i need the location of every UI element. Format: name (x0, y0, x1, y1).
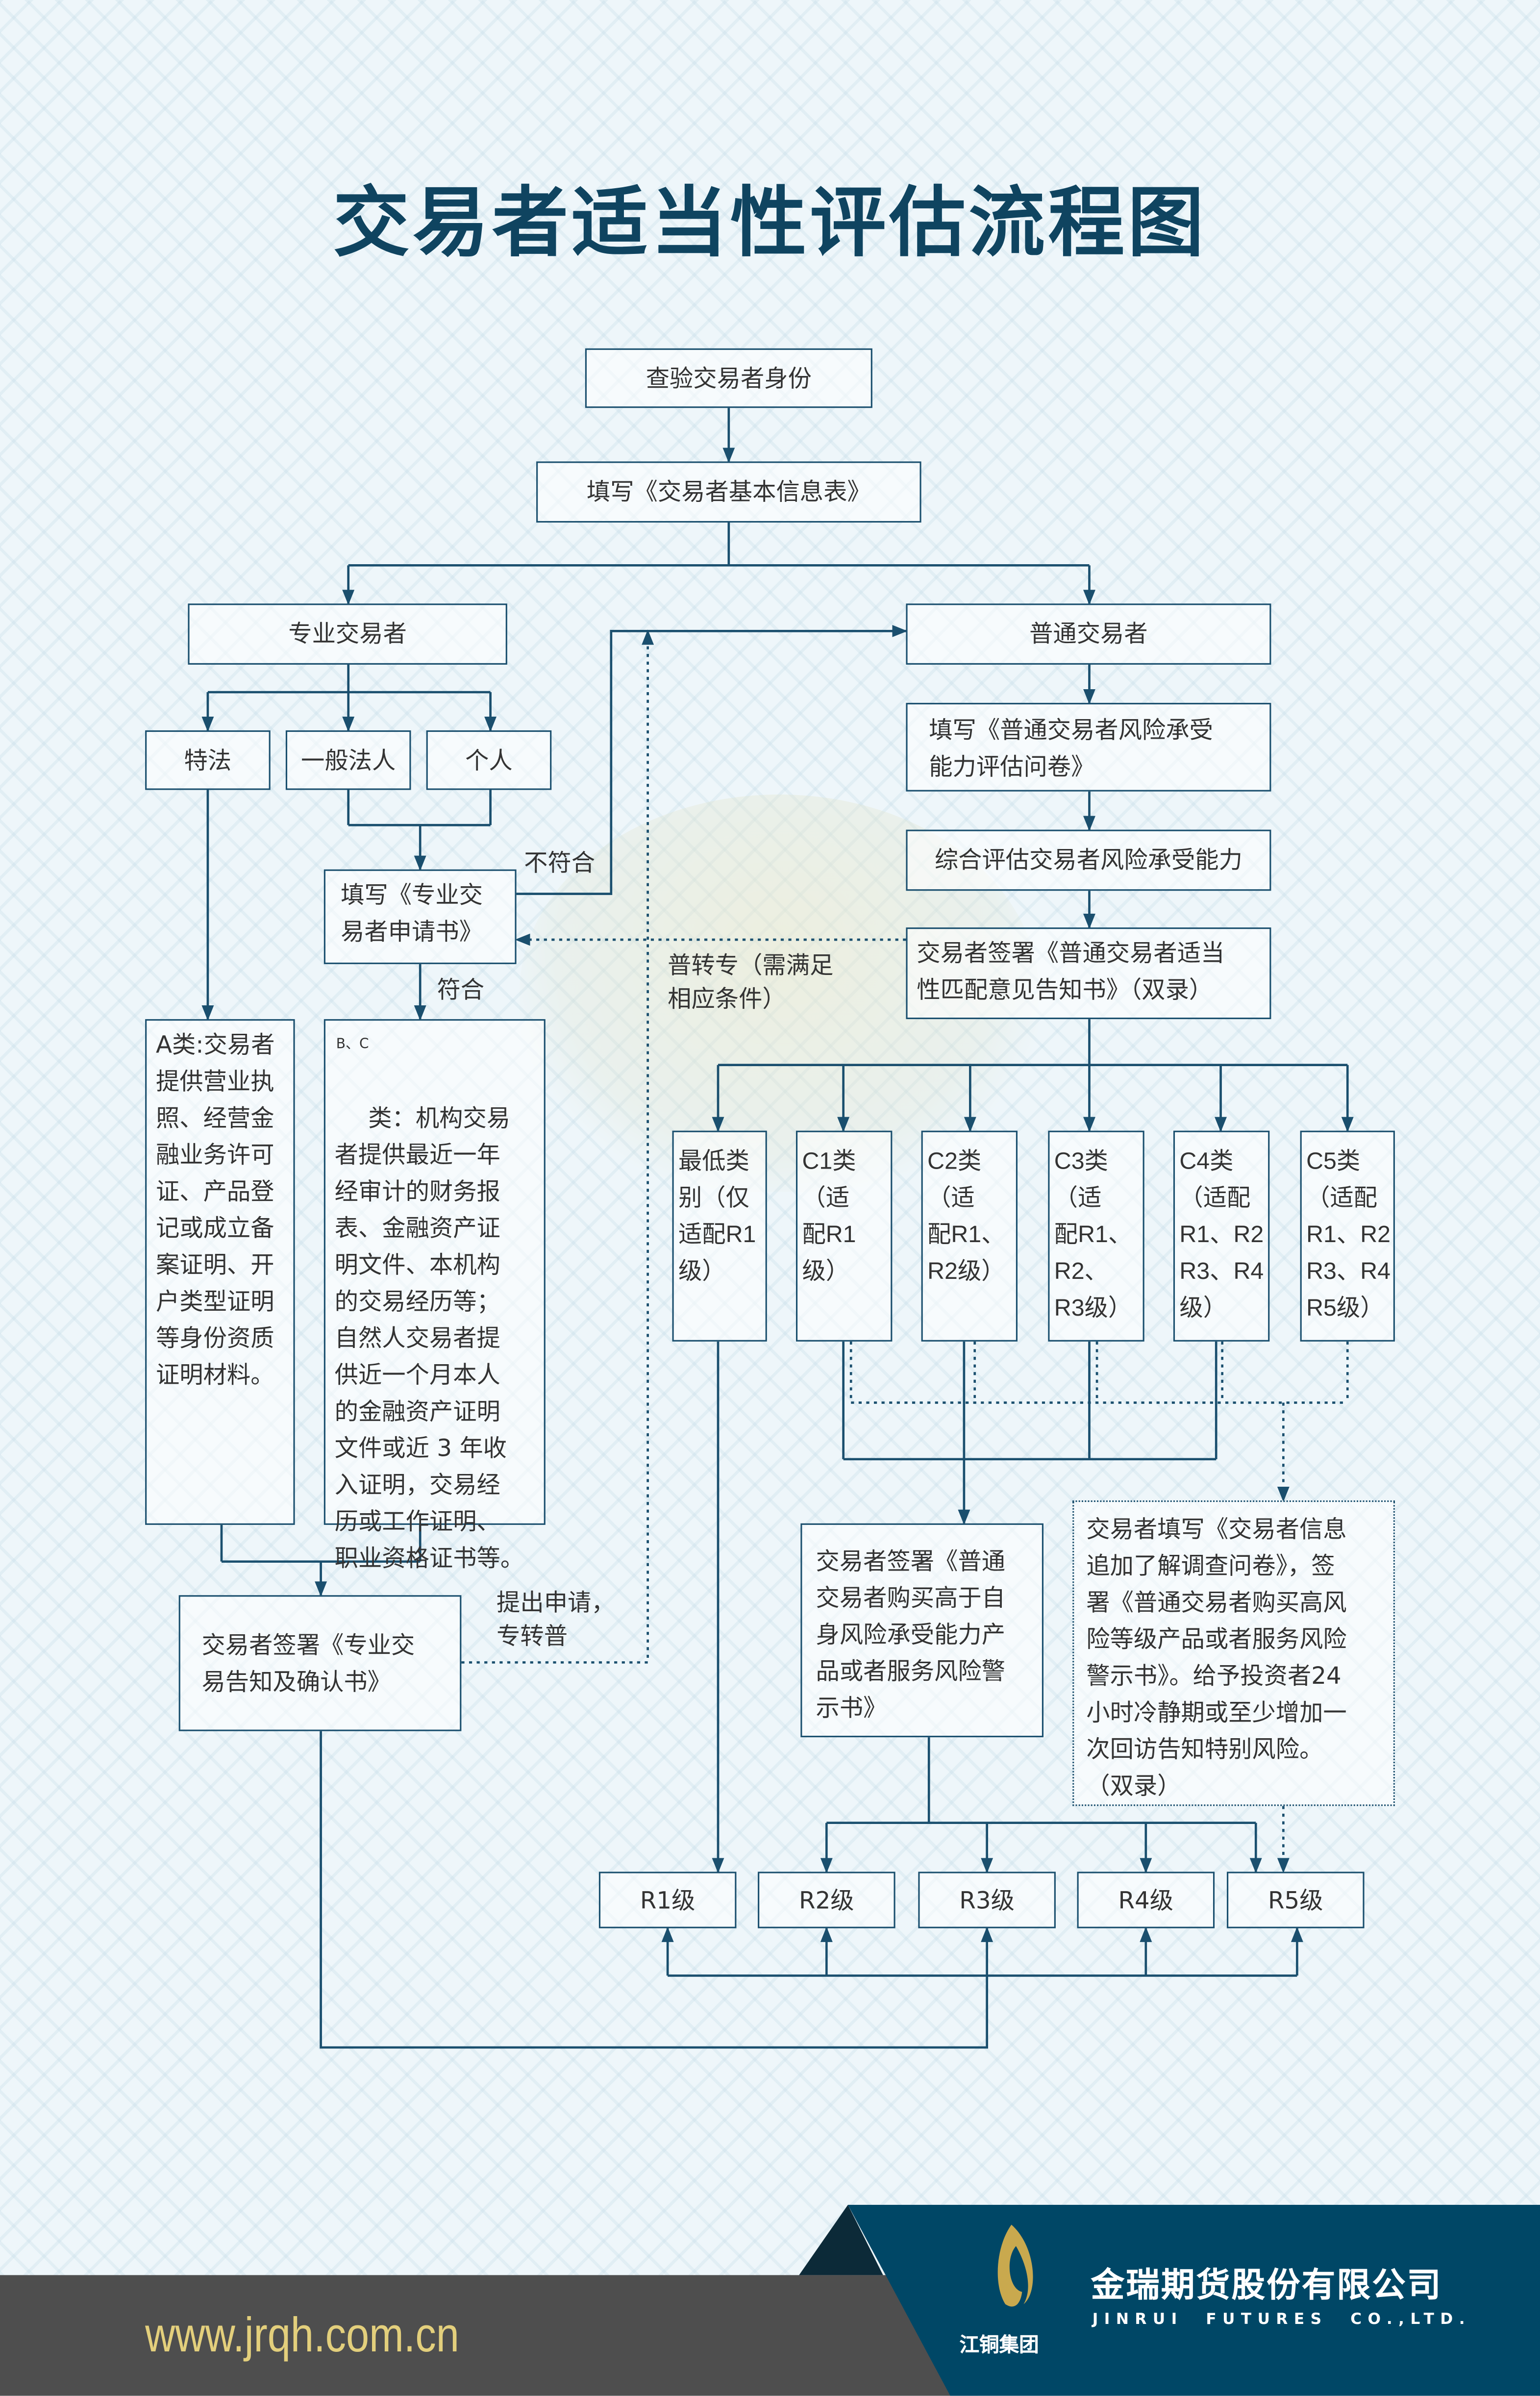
assess-box: 综合评估交易者风险承受能力 (906, 829, 1271, 891)
company-name-cn: 金瑞期货股份有限公司 (1091, 2267, 1442, 2306)
verify-identity-box: 查验交易者身份 (585, 348, 872, 408)
category-c4-box: C4类 （适配 R1、R2 R3、R4 级） (1173, 1130, 1270, 1342)
level-r1-box: R1级 (598, 1872, 737, 1928)
general-corp-box: 一般法人 (285, 730, 411, 790)
questionnaire-box: 填写《普通交易者风险承受 能力评估问卷》 (906, 702, 1271, 792)
level-r3-box: R3级 (918, 1872, 1056, 1928)
level-r2-box: R2级 (758, 1872, 895, 1928)
class-bc-prefix: B、C (336, 1037, 369, 1053)
special-entity-box: 特法 (145, 730, 271, 790)
individual-box: 个人 (426, 730, 552, 790)
category-c5-box: C5类 （适配 R1、R2 R3、R4 R5级） (1300, 1130, 1395, 1342)
higher-risk-warning-box: 交易者签署《普通 交易者购买高于自 身风险承受能力产 品或者服务风险警 示书》 (800, 1523, 1043, 1738)
company-name-en: JINRUI FUTURES CO.,LTD. (1092, 2312, 1471, 2329)
category-c3-box: C3类 （适 配R1、 R2、 R3级） (1048, 1130, 1144, 1342)
level-r4-box: R4级 (1077, 1872, 1215, 1928)
label-ord-to-pro: 普转专（需满足 相应条件） (668, 951, 834, 1013)
page-title: 交易者适当性评估流程图 (333, 178, 1207, 268)
company-logo-icon (997, 2224, 1033, 2307)
match-notice-box: 交易者签署《普通交易者适当 性匹配意见告知书》（双录） (906, 927, 1271, 1020)
ordinary-trader-box: 普通交易者 (906, 603, 1271, 665)
category-c2-box: C2类 （适 配R1、 R2级） (921, 1130, 1018, 1342)
label-qualified: 符合 (437, 976, 485, 1004)
extra-survey-box: 交易者填写《交易者信息 追加了解调查问卷》，签 署《普通交易者购买高风 险等级产… (1072, 1500, 1395, 1806)
class-a-box: A类:交易者 提供营业执 照、经营金 融业务许可 证、产品登 记或成立备 案证明… (145, 1019, 295, 1525)
class-bc-text: 类：机构交易 者提供最近一年 经审计的财务报 表、金融资产证 明文件、本机构 的… (334, 1104, 524, 1572)
pro-confirm-box: 交易者签署《专业交 易告知及确认书》 (178, 1595, 462, 1731)
pro-application-box: 填写《专业交 易者申请书》 (323, 869, 517, 964)
class-bc-box: B、C 类：机构交易 者提供最近一年 经审计的财务报 表、金融资产证 明文件、本… (323, 1019, 546, 1572)
label-pro-to-ord: 提出申请， 专转普 (497, 1589, 615, 1650)
group-name: 江铜集团 (959, 2334, 1039, 2358)
category-c1-box: C1类 （适 配R1 级） (796, 1130, 893, 1342)
professional-trader-box: 专业交易者 (188, 603, 507, 665)
basic-info-form-box: 填写《交易者基本信息表》 (536, 461, 921, 523)
level-r5-box: R5级 (1227, 1872, 1365, 1928)
website-url[interactable]: www.jrqh.com.cn (145, 2307, 459, 2363)
category-lowest-box: 最低类 别（仅 适配R1 级） (672, 1130, 767, 1342)
label-not-qualified: 不符合 (524, 849, 596, 877)
